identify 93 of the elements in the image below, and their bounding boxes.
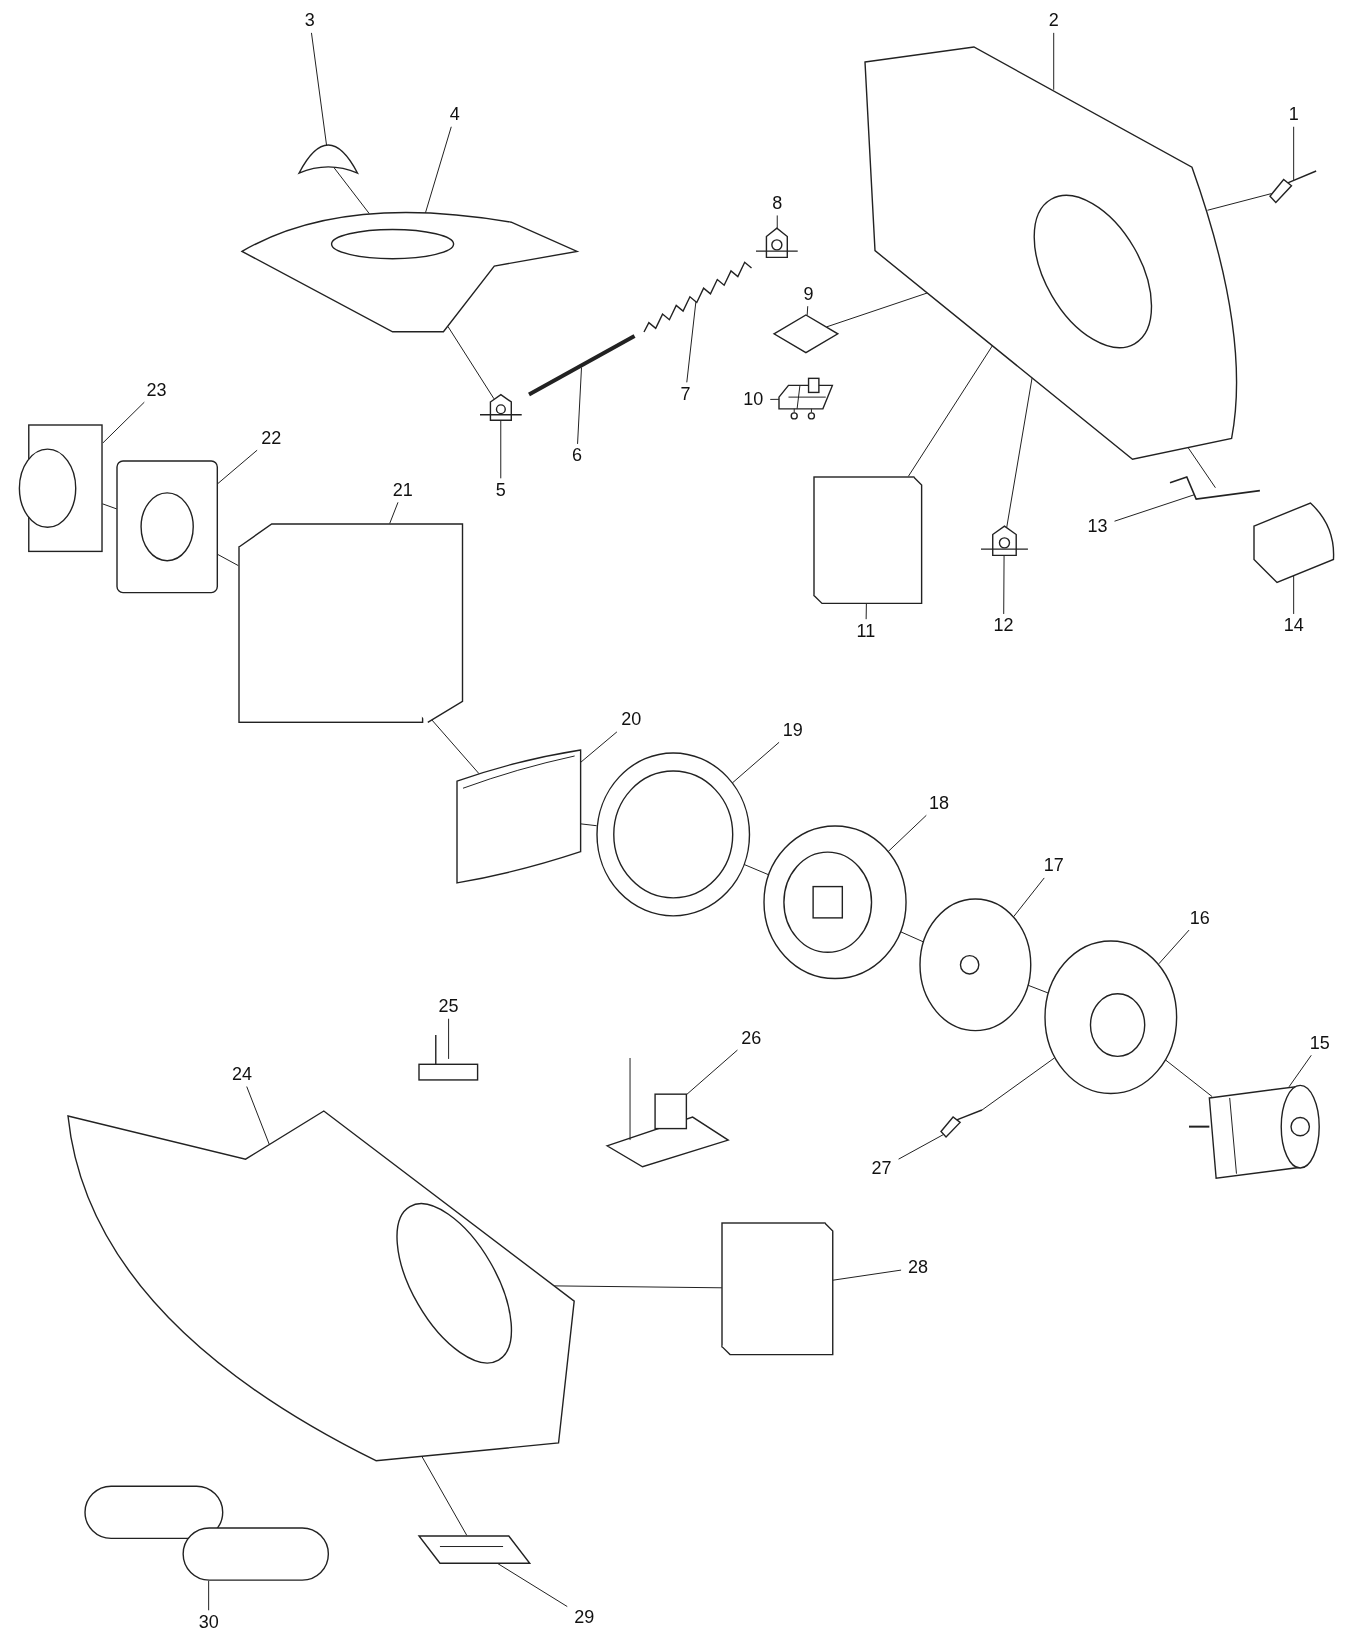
switch-button-drawing xyxy=(772,312,840,355)
assembly-line xyxy=(1006,376,1033,529)
callout-number: 27 xyxy=(864,1156,899,1181)
leader-line xyxy=(686,301,697,383)
callout-number: 30 xyxy=(191,1610,226,1635)
leader-line xyxy=(1013,877,1045,918)
leader-line xyxy=(1288,1054,1312,1088)
assembly-line xyxy=(907,345,994,477)
callout-number: 23 xyxy=(139,378,174,403)
callout-number: 12 xyxy=(986,613,1021,638)
leader-line xyxy=(389,501,399,524)
assembly-line xyxy=(743,863,769,875)
callout-number: 13 xyxy=(1080,514,1115,539)
leader-line xyxy=(898,1134,944,1160)
assembly-line xyxy=(826,292,928,328)
callout-number: 16 xyxy=(1182,906,1217,931)
callout-number: 2 xyxy=(1036,8,1071,33)
assembly-line xyxy=(101,503,118,510)
assembly-line xyxy=(1027,984,1049,994)
assembly-line xyxy=(421,1455,468,1536)
leader-line xyxy=(1158,929,1190,965)
impeller-drawing xyxy=(918,897,1033,1033)
assembly-line xyxy=(1165,1059,1213,1098)
leader-line xyxy=(769,398,780,400)
leader-line xyxy=(1293,126,1295,181)
callout-number: 1 xyxy=(1276,102,1311,127)
leader-line xyxy=(1114,494,1195,522)
leader-line xyxy=(686,1049,738,1095)
callout-number: 14 xyxy=(1276,613,1311,638)
foam-pad-drawing xyxy=(719,1220,835,1357)
callout-number: 22 xyxy=(254,426,289,451)
leader-line xyxy=(887,814,927,853)
assembly-line xyxy=(333,166,370,215)
assembly-line xyxy=(1206,193,1272,211)
leader-line xyxy=(102,401,145,444)
leader-line xyxy=(1003,554,1005,615)
callout-number: 24 xyxy=(225,1062,260,1087)
callout-number: 28 xyxy=(901,1255,936,1280)
callout-number: 9 xyxy=(791,282,826,307)
assembly-line xyxy=(579,823,598,827)
leader-line xyxy=(310,32,328,147)
end-cap-drawing xyxy=(1251,500,1336,585)
cap-drawing xyxy=(297,146,360,176)
leader-line xyxy=(776,214,778,229)
callout-number: 19 xyxy=(775,718,810,743)
leader-line xyxy=(246,1086,270,1145)
leader-line xyxy=(217,449,258,485)
assembly-line xyxy=(431,719,480,775)
callout-number: 15 xyxy=(1302,1031,1337,1056)
callout-number: 26 xyxy=(734,1026,769,1051)
callout-number: 4 xyxy=(437,102,472,127)
switch-drawing xyxy=(777,375,835,423)
callout-number: 29 xyxy=(567,1605,602,1630)
leader-line xyxy=(865,602,867,620)
callout-number: 25 xyxy=(431,994,466,1019)
callout-number: 7 xyxy=(668,382,703,407)
leader-line xyxy=(424,126,452,214)
leader-line xyxy=(500,420,502,479)
assembly-line xyxy=(447,325,495,400)
assembly-line xyxy=(899,931,925,943)
foam-pad-drawing xyxy=(811,474,924,606)
callout-number: 10 xyxy=(736,387,771,412)
rod-drawing xyxy=(526,333,637,397)
assembly-line xyxy=(553,1285,723,1289)
leader-line xyxy=(208,1580,210,1611)
leader-line xyxy=(579,731,618,764)
leader-line xyxy=(448,1018,450,1060)
callout-number: 3 xyxy=(292,8,327,33)
callout-number: 6 xyxy=(559,443,594,468)
ring-drawing xyxy=(594,751,752,919)
leader-line xyxy=(731,741,780,784)
assembly-line xyxy=(216,553,239,567)
callout-number: 21 xyxy=(385,478,420,503)
leader-line xyxy=(1053,32,1055,91)
callout-number: 20 xyxy=(614,707,649,732)
bowl-drawing xyxy=(761,824,908,981)
callout-number: 11 xyxy=(848,619,883,644)
callout-number: 8 xyxy=(760,191,795,216)
callout-number: 17 xyxy=(1036,853,1071,878)
callout-number: 18 xyxy=(921,791,956,816)
leader-line xyxy=(832,1269,902,1281)
leader-line xyxy=(577,367,582,445)
leader-line xyxy=(496,1562,568,1608)
leader-line xyxy=(1293,574,1295,615)
plate-drawing xyxy=(417,1533,533,1565)
spring-drawing xyxy=(641,260,752,334)
leader-line xyxy=(806,305,809,316)
wire-clip-drawing xyxy=(1168,474,1263,501)
fan-guard-drawing xyxy=(1043,938,1179,1096)
callout-number: 5 xyxy=(483,478,518,503)
assembly-line xyxy=(981,1057,1056,1111)
filter-frame-drawing xyxy=(114,459,220,595)
assembly-line xyxy=(1187,446,1216,489)
